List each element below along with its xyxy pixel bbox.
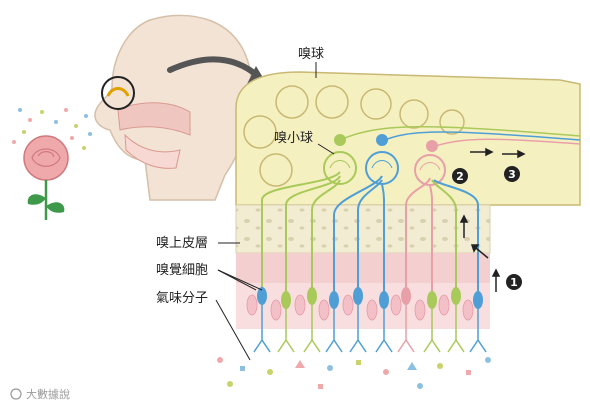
upward-arrows	[459, 214, 501, 292]
odor-particles-top	[12, 108, 92, 150]
label-olfactory-bulb: 嗅球	[298, 47, 324, 62]
odor-particles-bottom	[217, 357, 491, 389]
step-marker-1: 1	[506, 274, 522, 290]
cribriform-plate	[235, 204, 491, 254]
olfactory-cell-bodies	[257, 287, 483, 309]
mitral-cells	[334, 134, 438, 152]
svg-text:1: 1	[510, 276, 518, 289]
label-olfactory-cells: 嗅覺細胞	[156, 263, 208, 278]
cilia	[253, 305, 487, 353]
step-marker-3: 3	[504, 166, 520, 182]
bulb-cells	[243, 85, 465, 187]
label-glomerulus: 嗅小球	[274, 131, 313, 146]
bulb-tract	[339, 126, 581, 149]
olfactory-bulb	[235, 71, 581, 206]
rose-illustration	[23, 135, 69, 220]
watermark: 大數據說	[10, 387, 70, 401]
olfactory-epithelium-layer	[236, 253, 490, 329]
svg-text:3: 3	[508, 168, 516, 181]
leader-lines	[215, 62, 335, 361]
step-marker-2: 2	[452, 168, 468, 184]
olfactory-neurons	[261, 171, 479, 300]
svg-text:大數據說: 大數據說	[26, 387, 70, 401]
svg-text:2: 2	[456, 170, 464, 183]
label-odor-molecules: 氣味分子	[156, 291, 208, 306]
label-olfactory-epithelium: 嗅上皮層	[156, 236, 208, 251]
signal-arrows	[470, 147, 526, 159]
